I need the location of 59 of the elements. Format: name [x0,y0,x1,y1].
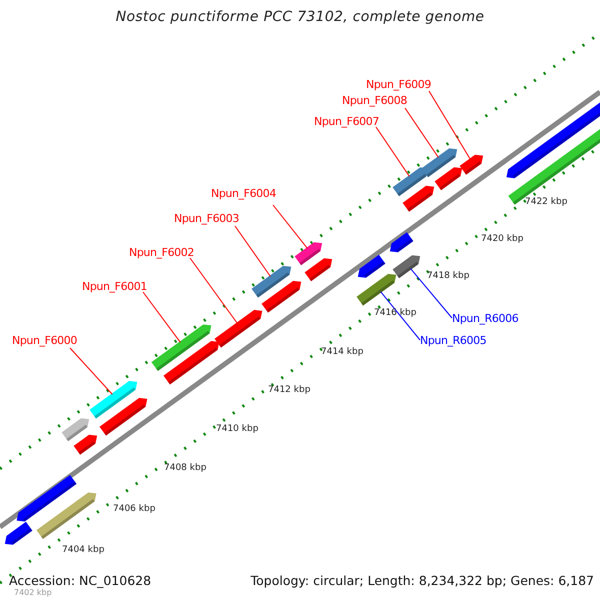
scale-label: 7412 kbp [268,385,310,395]
gene-block [4,522,32,545]
gene-block [36,492,96,540]
gene-block [356,274,396,306]
scale-label: 7404 kbp [62,545,104,555]
scale-label: 7420 kbp [481,234,524,244]
gene-label: Npun_F6007 [314,115,379,128]
gene-block [252,266,292,298]
gene-block [460,154,484,175]
gene-block [151,324,212,372]
scale-label: 7410 kbp [216,424,258,434]
gene-label: Npun_F6002 [129,246,194,259]
gene-block [392,255,420,278]
gene-block [16,474,77,522]
gene-block [163,340,220,385]
scale-label: 7402 kbp [14,588,52,597]
gene-label: Npun_R6005 [420,334,486,347]
gene-label: Npun_R6006 [452,312,518,325]
gene-label: Npun_F6009 [366,78,431,91]
gene-block [74,434,98,455]
gene-label: Npun_F6001 [82,280,147,293]
gene-block [100,398,148,436]
scale-label: 7416 kbp [374,308,416,318]
gene-block [402,186,434,212]
scale-label: 7406 kbp [113,504,156,514]
leader-line [410,268,452,318]
leader-line [142,292,181,343]
gene-block [294,242,322,266]
gene-block [62,418,90,442]
gene-block [90,380,138,419]
leader-line [70,348,113,395]
gene-block [214,310,262,348]
scale-label: 7408 kbp [164,463,206,473]
gene-block [434,167,462,190]
scale-label: 7418 kbp [427,271,470,281]
gene-block [506,102,600,178]
scale-label: 7414 kbp [321,347,364,357]
leader-line [272,204,308,249]
leader-line [234,226,271,277]
leader-line [404,108,439,158]
footer-note: Accession: NC_010628 [9,573,152,588]
gene-block [358,254,386,278]
gene-label: Npun_F6004 [211,187,276,200]
leader-line [380,291,420,340]
leader-line [428,90,471,160]
gene-block [304,258,332,282]
gene-label: Npun_F6000 [12,334,77,347]
scale-label: 7422 kbp [525,197,568,207]
gene-block [262,280,302,313]
footer-note: Topology: circular; Length: 8,234,322 bp; Genes: 6,187 [250,573,594,588]
leader-line [376,126,410,177]
gene-label: Npun_F6003 [174,212,239,225]
gene-block [390,232,414,252]
gene-block [392,167,428,196]
gene-label: Npun_F6008 [342,94,407,107]
gene-block [508,128,600,205]
gene-block [422,148,458,178]
title: Nostoc punctiforme PCC 73102, complete genome [114,9,486,25]
leader-line [190,258,238,324]
